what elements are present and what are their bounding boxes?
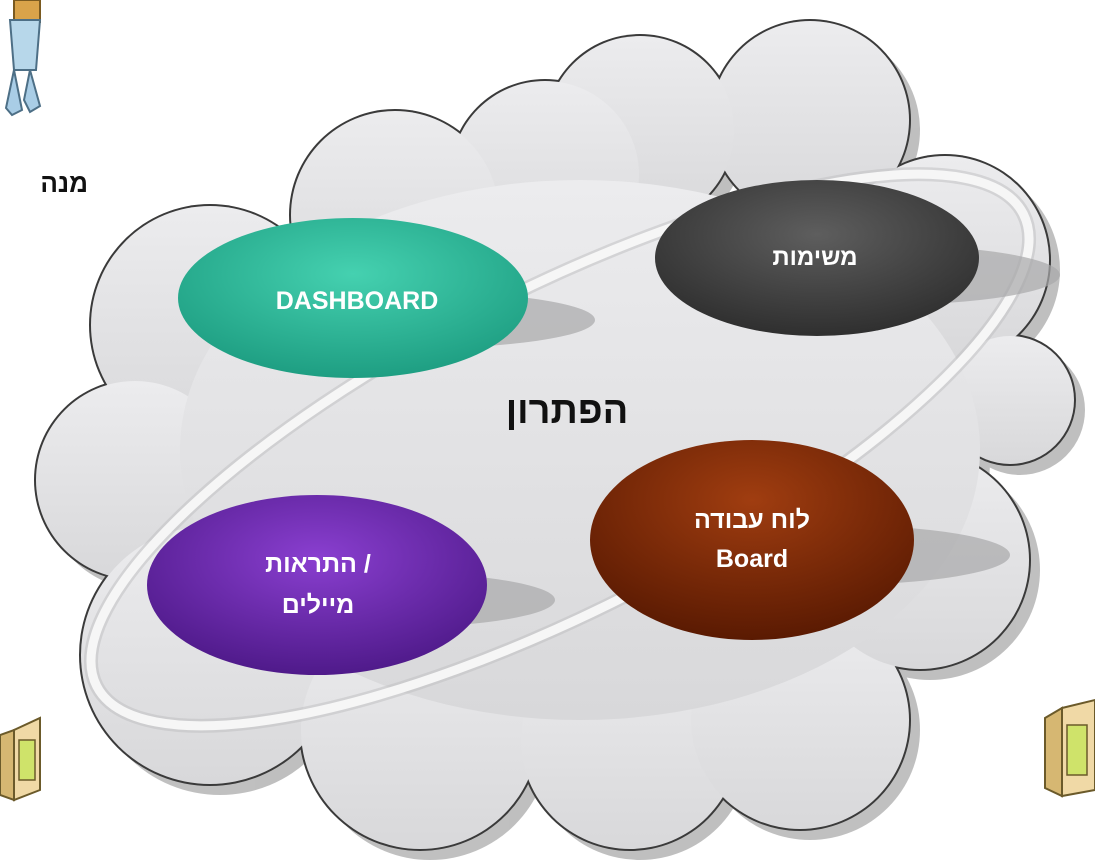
dashboard-label: DASHBOARD — [276, 287, 439, 315]
alerts-node[interactable]: התראות / מיילים — [147, 495, 487, 675]
board-label-line2: Board — [716, 545, 788, 573]
person-icon — [0, 0, 60, 140]
center-title: הפתרון — [506, 390, 629, 432]
manager-label: מנה — [40, 168, 88, 198]
board-node[interactable]: לוח עבודה Board — [590, 440, 914, 640]
box-icon-left — [0, 716, 41, 802]
tasks-node[interactable]: משימות — [655, 180, 979, 336]
alerts-label-line2: מיילים — [282, 591, 355, 619]
tasks-label: משימות — [772, 244, 857, 271]
board-label-line1: לוח עבודה — [694, 506, 810, 534]
box-icon-right — [1030, 698, 1095, 840]
dashboard-node[interactable]: DASHBOARD — [178, 218, 528, 378]
alerts-label-line1: התראות / — [265, 550, 371, 578]
